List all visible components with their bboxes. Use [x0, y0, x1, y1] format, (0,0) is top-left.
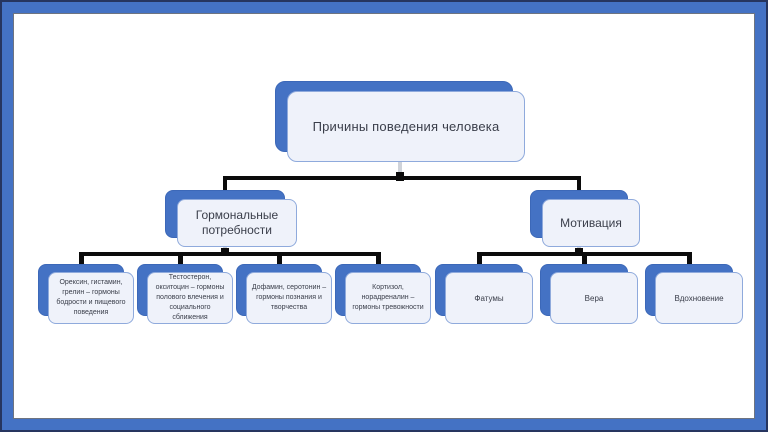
node-leaf-testosterone-label: Тестостерон, окситоцин – гормоны половог… [155, 273, 225, 322]
connector-drop-hormonal [223, 176, 227, 190]
node-leaf-dopamine-label: Дофамин, серотонин – гормоны познания и … [251, 283, 327, 312]
connector-drop-leaf-4 [376, 252, 381, 264]
connector-drop-leaf-1 [79, 252, 84, 264]
connector-drop-leaf-6 [582, 252, 587, 264]
diagram-canvas: Причины поведения человека Гормональные … [13, 13, 755, 419]
connector-root-junction [396, 172, 404, 181]
node-leaf-orexin-box: Орексин, гистамин, грелин – гормоны бодр… [48, 272, 134, 324]
node-motivation-label: Мотивация [560, 215, 622, 230]
connector-root-stub [398, 162, 402, 176]
node-leaf-fatums-label: Фатумы [474, 293, 504, 303]
node-motivation-box: Мотивация [542, 199, 640, 247]
node-leaf-dopamine-box: Дофамин, серотонин – гормоны познания и … [246, 272, 332, 324]
connector-drop-leaf-3 [277, 252, 282, 264]
connector-motivation-junction [575, 248, 583, 256]
connector-drop-leaf-2 [178, 252, 183, 264]
connector-hormonal-junction [221, 248, 229, 256]
node-root-box: Причины поведения человека [287, 91, 525, 162]
node-leaf-inspiration-label: Вдохновение [674, 293, 724, 303]
node-leaf-fatums-box: Фатумы [445, 272, 533, 324]
node-leaf-faith-label: Вера [584, 293, 604, 303]
node-leaf-orexin-label: Орексин, гистамин, грелин – гормоны бодр… [56, 278, 126, 317]
node-hormonal-needs-box: Гормональные потребности [177, 199, 297, 247]
connector-drop-leaf-7 [687, 252, 692, 264]
connector-drop-motivation [577, 176, 581, 190]
node-root-label: Причины поведения человека [312, 119, 500, 134]
connector-hormonal-horizontal [79, 252, 380, 256]
node-leaf-testosterone-box: Тестостерон, окситоцин – гормоны половог… [147, 272, 233, 324]
node-leaf-inspiration-box: Вдохновение [655, 272, 743, 324]
node-hormonal-needs-label: Гормональные потребности [195, 208, 279, 237]
node-leaf-cortisol-box: Кортизол, норадреналин – гормоны тревожн… [345, 272, 431, 324]
node-leaf-faith-box: Вера [550, 272, 638, 324]
node-leaf-cortisol-label: Кортизол, норадреналин – гормоны тревожн… [352, 283, 424, 312]
connector-drop-leaf-5 [477, 252, 482, 264]
